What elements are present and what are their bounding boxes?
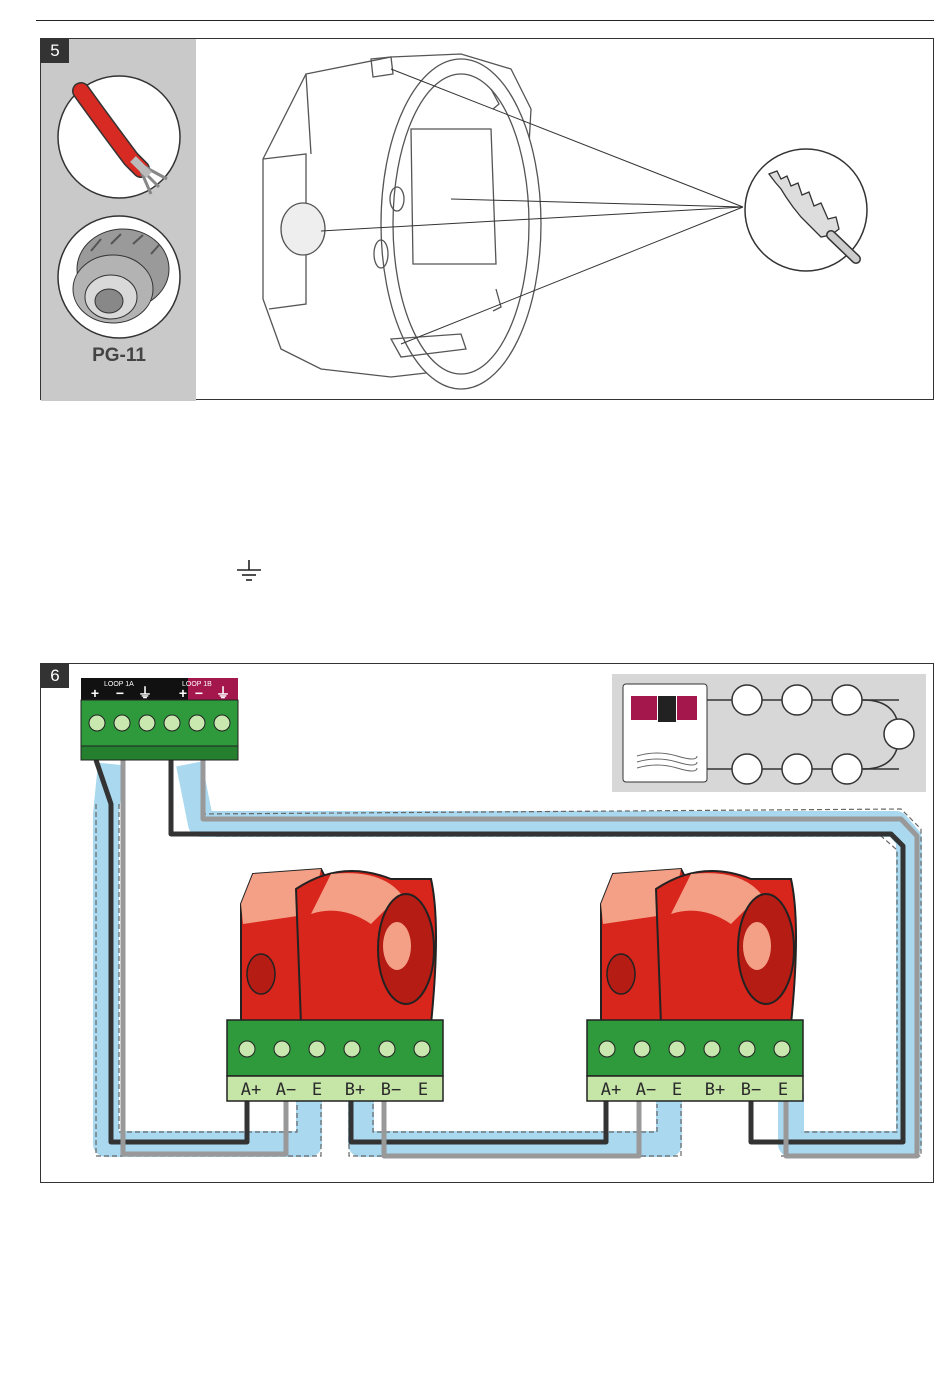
terminal-symbol: − bbox=[116, 685, 124, 701]
sounder-1 bbox=[241, 869, 436, 1024]
ground-icon bbox=[234, 558, 264, 588]
terminal-label-b-minus: B− bbox=[381, 1080, 401, 1100]
cable-gland-illustration bbox=[58, 216, 180, 338]
gland-label: PG-11 bbox=[92, 345, 146, 366]
sounder-2 bbox=[601, 869, 796, 1024]
step-drill-illustration bbox=[745, 149, 867, 271]
terminal-label-earth: E bbox=[672, 1080, 682, 1100]
cable-illustration bbox=[58, 76, 180, 198]
terminal-label-earth: E bbox=[778, 1080, 788, 1100]
terminal-symbol: − bbox=[195, 685, 203, 701]
top-rule bbox=[36, 20, 934, 21]
terminal-symbol: + bbox=[179, 685, 187, 701]
loop-topology-inset bbox=[612, 674, 926, 792]
terminal-label-b-minus: B− bbox=[741, 1080, 761, 1100]
terminal-symbol: ⏚ bbox=[138, 685, 152, 701]
figure-6: LOOP 1A LOOP 1B + − ⏚ + − ⏚ bbox=[40, 663, 934, 1183]
terminal-label-a-minus: A− bbox=[276, 1080, 296, 1100]
figure-number: 5 bbox=[41, 39, 69, 63]
terminal-label-a-minus: A− bbox=[636, 1080, 656, 1100]
figure-number: 6 bbox=[41, 664, 69, 688]
terminal-symbol: + bbox=[91, 685, 99, 701]
mounting-box-illustration bbox=[263, 54, 541, 389]
terminal-label-b-plus: B+ bbox=[705, 1080, 725, 1100]
figure-5-drawing: PG-11 bbox=[41, 39, 935, 401]
figure-5: PG-11 bbox=[40, 38, 934, 400]
terminal-label-earth: E bbox=[312, 1080, 322, 1100]
terminal-symbol: ⏚ bbox=[216, 685, 230, 701]
terminal-label-a-plus: A+ bbox=[601, 1080, 621, 1100]
terminal-label-a-plus: A+ bbox=[241, 1080, 261, 1100]
wiring-diagram: LOOP 1A LOOP 1B + − ⏚ + − ⏚ bbox=[41, 664, 935, 1184]
terminal-label-b-plus: B+ bbox=[345, 1080, 365, 1100]
panel-terminal-block bbox=[81, 678, 238, 760]
terminal-label-earth: E bbox=[418, 1080, 428, 1100]
